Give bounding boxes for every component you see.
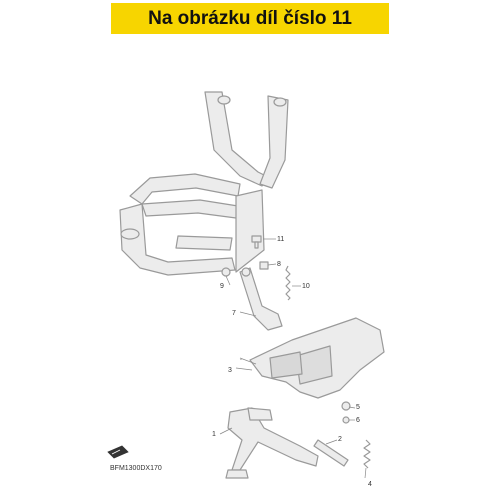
callout-2: 2 (338, 436, 342, 443)
callout-3: 3 (228, 367, 232, 374)
callout-dot: . (240, 355, 242, 362)
side-stand-7 (239, 267, 283, 331)
callout-10: 10 (302, 283, 310, 290)
collar-5-6 (341, 401, 351, 424)
engine-bracket (249, 317, 385, 399)
bolt-11 (251, 235, 262, 249)
callout-11: 11 (277, 236, 284, 243)
spring-4 (363, 439, 371, 469)
callout-4: 4 (368, 481, 372, 488)
callout-labels: 1 2 3 4 5 6 7 8 9 10 11 . (212, 236, 372, 488)
callout-9: 9 (220, 283, 224, 290)
header-banner: Na obrázku díl číslo 11 (111, 3, 389, 34)
callout-7: 7 (232, 310, 236, 317)
nut-9 (221, 267, 231, 277)
callout-6: 6 (356, 417, 360, 424)
frame-assembly (119, 91, 289, 276)
leader-lines (219, 238, 367, 479)
front-arrow-icon (107, 445, 129, 459)
callout-5: 5 (356, 404, 360, 411)
banner-title: Na obrázku díl číslo 11 (148, 7, 352, 29)
shaft-2 (313, 439, 349, 467)
drawing-code: BFM1300DX170 (110, 465, 162, 472)
bolt-8 (259, 261, 269, 270)
center-stand-1 (225, 407, 319, 479)
spring-10 (285, 265, 291, 301)
callout-8: 8 (277, 261, 281, 268)
callout-1: 1 (212, 431, 216, 438)
